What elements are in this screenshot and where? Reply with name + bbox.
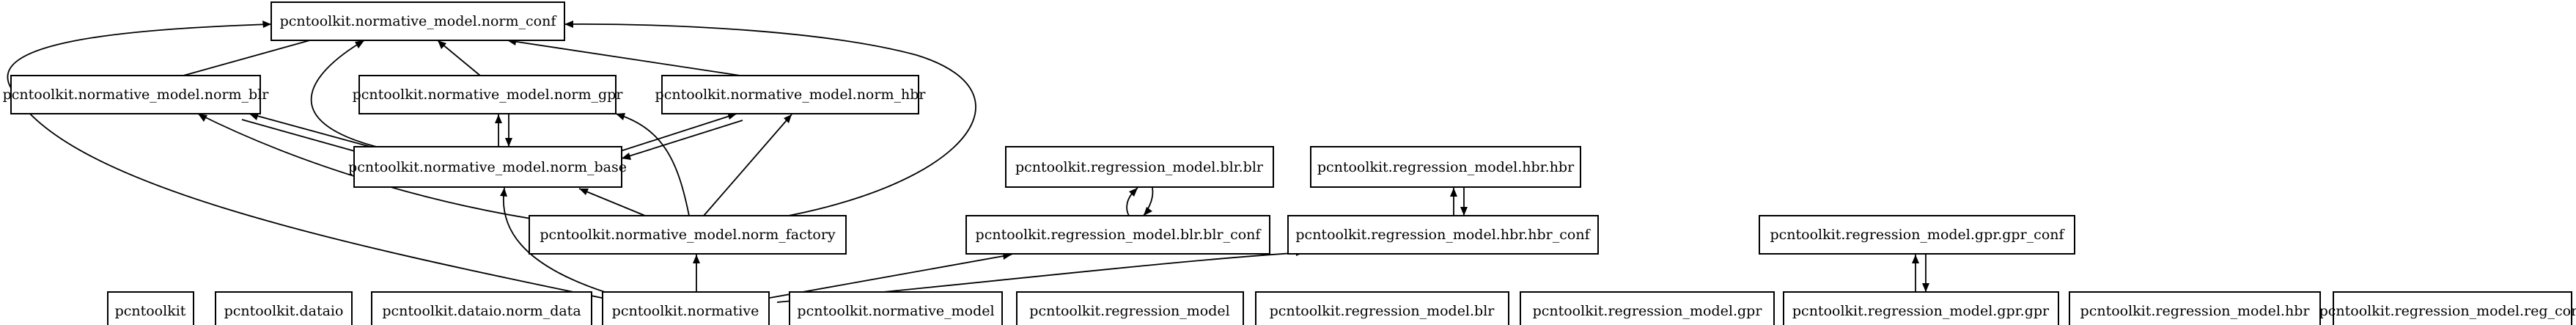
node-label: pcntoolkit.normative_model.norm_gpr (353, 87, 624, 103)
node-label: pcntoolkit.regression_model.reg_conf (2319, 303, 2576, 319)
node-dataio[interactable]: pcntoolkit.dataio (215, 291, 353, 325)
arrowhead (622, 153, 631, 160)
node-label: pcntoolkit.normative_model.norm_blr (3, 87, 270, 103)
arrowhead (1144, 207, 1152, 216)
arrowhead (579, 189, 589, 195)
arrowhead (1912, 255, 1919, 263)
node-label: pcntoolkit.regression_model.blr.blr_conf (976, 227, 1262, 243)
arrowhead (1922, 283, 1929, 292)
node-regression-model-hbr[interactable]: pcntoolkit.regression_model.hbr (2069, 291, 2321, 325)
node-label: pcntoolkit.regression_model.blr.blr (1015, 159, 1264, 175)
arrowhead (784, 114, 792, 123)
edge-norm-factory-to-norm-base (578, 188, 646, 216)
edge-norm-hbr-to-norm-conf (507, 40, 741, 76)
node-blr-conf[interactable]: pcntoolkit.regression_model.blr.blr_conf (965, 215, 1270, 255)
edge-norm-gpr-to-norm-conf (437, 40, 481, 76)
arrowhead (249, 113, 259, 120)
edge-norm-base-to-norm-hbr (615, 113, 737, 153)
module-nodes: pcntoolkit.normative_model.norm_conf pcn… (3, 1, 2576, 325)
edge-normative-to-norm-conf (7, 23, 624, 303)
node-label: pcntoolkit.normative_model.norm_hbr (655, 87, 927, 103)
node-label: pcntoolkit (115, 303, 186, 319)
node-label: pcntoolkit.normative_model.norm_factory (540, 227, 836, 243)
node-label: pcntoolkit.regression_model.gpr.gpr (1792, 303, 2050, 319)
arrowhead (1450, 188, 1457, 197)
node-normative[interactable]: pcntoolkit.normative (602, 291, 770, 325)
node-gpr-gpr[interactable]: pcntoolkit.regression_model.gpr.gpr (1783, 291, 2059, 325)
node-label: pcntoolkit.dataio (224, 303, 344, 319)
dependency-edges (7, 21, 1929, 303)
node-label: pcntoolkit.normative_model.norm_conf (280, 13, 558, 29)
arrowhead (438, 40, 446, 49)
node-norm-hbr[interactable]: pcntoolkit.normative_model.norm_hbr (655, 75, 927, 114)
node-blr-blr[interactable]: pcntoolkit.regression_model.blr.blr (1005, 146, 1274, 188)
node-label: pcntoolkit.normative_model (797, 303, 994, 319)
node-regression-model-gpr[interactable]: pcntoolkit.regression_model.gpr (1520, 291, 1775, 325)
node-reg-conf[interactable]: pcntoolkit.regression_model.reg_conf (2319, 291, 2576, 325)
arrowhead (500, 188, 507, 197)
node-label: pcntoolkit.regression_model.hbr.hbr (1317, 159, 1575, 175)
node-normative-model[interactable]: pcntoolkit.normative_model (789, 291, 1003, 325)
arrowhead (198, 114, 207, 122)
node-label: pcntoolkit.regression_model.blr (1270, 303, 1495, 319)
node-label: pcntoolkit.normative_model.norm_base (348, 159, 627, 175)
arrowhead (262, 21, 271, 28)
node-label: pcntoolkit.regression_model (1029, 303, 1229, 319)
arrowhead (693, 255, 700, 263)
node-hbr-hbr[interactable]: pcntoolkit.regression_model.hbr.hbr (1310, 146, 1581, 188)
arrowhead (616, 113, 625, 120)
node-norm-conf[interactable]: pcntoolkit.normative_model.norm_conf (271, 1, 565, 41)
arrowhead (355, 40, 364, 48)
edge-norm-factory-to-norm-gpr (615, 113, 690, 216)
edge-norm-factory-to-norm-conf (564, 23, 976, 228)
node-label: pcntoolkit.regression_model.hbr (2080, 303, 2311, 319)
node-label: pcntoolkit.regression_model.gpr (1533, 303, 1763, 319)
edge-norm-factory-to-norm-hbr (703, 114, 792, 216)
node-label: pcntoolkit.regression_model.gpr.gpr_conf (1770, 227, 2065, 243)
node-pcntoolkit[interactable]: pcntoolkit (107, 291, 194, 325)
edge-norm-hbr-to-norm-base (621, 120, 743, 159)
node-label: pcntoolkit.normative (612, 303, 759, 319)
arrowhead (564, 21, 573, 28)
node-norm-base[interactable]: pcntoolkit.normative_model.norm_base (348, 146, 627, 188)
node-norm-gpr[interactable]: pcntoolkit.normative_model.norm_gpr (353, 75, 624, 114)
node-gpr-conf[interactable]: pcntoolkit.regression_model.gpr.gpr_conf (1759, 215, 2075, 255)
arrowhead (1460, 207, 1468, 216)
node-regression-model[interactable]: pcntoolkit.regression_model (1016, 291, 1244, 325)
node-dataio-norm-data[interactable]: pcntoolkit.dataio.norm_data (371, 291, 592, 325)
arrowhead (1129, 188, 1138, 197)
node-label: pcntoolkit.regression_model.hbr.hbr_conf (1295, 227, 1591, 243)
arrowhead (495, 114, 502, 123)
edge-norm-base-to-norm-conf (310, 40, 411, 155)
edge-normative-to-blr-conf (769, 254, 1012, 299)
node-norm-factory[interactable]: pcntoolkit.normative_model.norm_factory (529, 215, 847, 255)
edge-normative-to-norm-base (502, 187, 606, 293)
node-label: pcntoolkit.dataio.norm_data (382, 303, 581, 319)
node-norm-blr[interactable]: pcntoolkit.normative_model.norm_blr (3, 75, 270, 114)
node-regression-model-blr[interactable]: pcntoolkit.regression_model.blr (1255, 291, 1509, 325)
arrowhead (505, 138, 512, 147)
node-hbr-conf[interactable]: pcntoolkit.regression_model.hbr.hbr_conf (1287, 215, 1599, 255)
